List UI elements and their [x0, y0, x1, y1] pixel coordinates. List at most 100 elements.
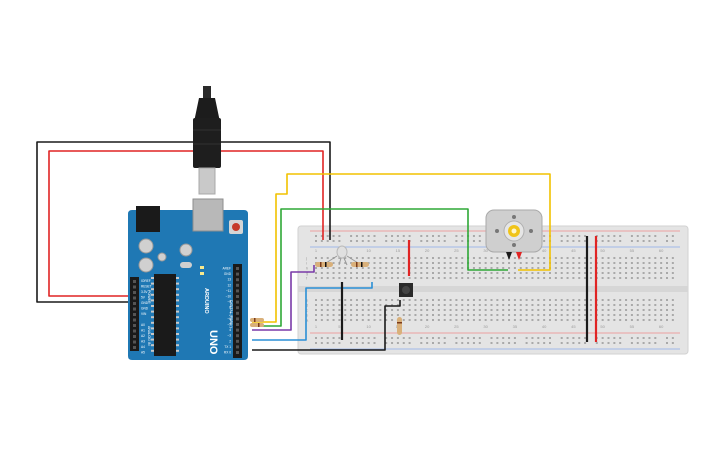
power-header-hole[interactable] — [133, 307, 136, 311]
power-header-hole[interactable] — [133, 280, 136, 283]
breadboard-hole — [355, 337, 358, 339]
power-header-hole[interactable] — [133, 346, 136, 349]
breadboard-hole — [367, 337, 370, 339]
breadboard-row-letter: i — [306, 261, 307, 266]
breadboard-hole — [396, 299, 399, 301]
breadboard-hole — [519, 272, 522, 274]
breadboard-hole — [502, 272, 505, 274]
digital-header-hole[interactable] — [236, 300, 239, 304]
breadboard-hole — [648, 309, 651, 311]
digital-header-hole[interactable] — [236, 278, 239, 282]
breadboard-hole — [502, 299, 505, 301]
digital-header-hole[interactable] — [236, 334, 239, 338]
power-header-hole[interactable] — [133, 324, 136, 327]
breadboard-hole — [472, 309, 475, 311]
digital-header-hole[interactable] — [236, 295, 239, 298]
push-button[interactable] — [399, 283, 413, 297]
analog-pin-label: A0 — [141, 323, 145, 327]
breadboard-hole — [350, 277, 353, 279]
power-header-hole[interactable] — [133, 318, 136, 322]
breadboard-row-letter: c — [306, 308, 308, 313]
breadboard-hole — [508, 337, 511, 339]
power-header-hole[interactable] — [133, 340, 136, 344]
power-header-hole[interactable] — [133, 296, 136, 300]
digital-header-hole[interactable] — [236, 328, 239, 332]
arduino-uno-board[interactable]: UNO ARDUINO DIGITAL (PWM~) POWER ANALOG … — [128, 198, 248, 360]
breadboard-hole — [361, 277, 364, 279]
breadboard-hole — [525, 319, 528, 321]
power-header-hole[interactable] — [133, 285, 136, 289]
digital-header-hole[interactable] — [236, 267, 239, 270]
breadboard-column-number: 10 — [366, 324, 371, 329]
digital-pin-label: 12 — [227, 283, 231, 287]
breadboard-hole — [478, 272, 481, 274]
breadboard-hole — [508, 277, 511, 279]
breadboard-hole — [367, 267, 370, 269]
breadboard-resistors[interactable] — [315, 262, 402, 335]
digital-header-hole[interactable] — [236, 345, 239, 349]
wire-blue[interactable] — [252, 282, 373, 341]
breadboard-hole — [513, 309, 516, 311]
breadboard-column-number: 10 — [366, 248, 371, 253]
breadboard-hole — [660, 314, 663, 316]
power-header-hole[interactable] — [133, 291, 136, 294]
breadboard-hole — [601, 309, 604, 311]
power-header-hole[interactable] — [133, 302, 136, 305]
digital-header-hole[interactable] — [236, 289, 239, 293]
digital-header-hole[interactable] — [236, 283, 239, 287]
breadboard-hole — [455, 257, 458, 259]
digital-header-hole[interactable] — [236, 323, 239, 326]
digital-header-hole[interactable] — [236, 351, 239, 354]
breadboard-column-number: 55 — [630, 248, 635, 253]
wire-yellow[interactable] — [252, 173, 551, 323]
digital-header-hole[interactable] — [236, 311, 239, 315]
board-brand-label: ARDUINO — [203, 288, 209, 314]
breadboard-hole — [320, 267, 323, 269]
breadboard-hole — [379, 304, 382, 306]
breadboard-hole — [660, 304, 663, 306]
breadboard-hole — [648, 257, 651, 259]
digital-header-hole[interactable] — [236, 272, 239, 276]
breadboard-hole — [361, 235, 364, 237]
breadboard-hole — [630, 319, 633, 321]
header-resistors[interactable] — [250, 318, 264, 327]
breadboard-hole — [443, 337, 446, 339]
digital-header-hole[interactable] — [236, 317, 239, 321]
breadboard-hole — [496, 272, 499, 274]
wire-green[interactable] — [252, 208, 508, 327]
breadboard-row-letter: b — [306, 313, 309, 318]
breadboard-hole — [584, 272, 587, 274]
breadboard-hole — [671, 299, 674, 301]
breadboard-hole — [572, 299, 575, 301]
breadboard-hole — [648, 342, 651, 344]
breadboard-hole — [437, 314, 440, 316]
wire-red-5v[interactable] — [48, 150, 324, 297]
breadboard-hole — [478, 304, 481, 306]
breadboard-hole — [601, 257, 604, 259]
breadboard-hole — [566, 272, 569, 274]
chip-pins — [151, 277, 179, 352]
power-header-hole[interactable] — [133, 335, 136, 338]
rgb-led[interactable] — [325, 245, 359, 266]
power-header-hole[interactable] — [133, 329, 136, 333]
breadboard-hole — [455, 262, 458, 264]
breadboard-hole — [496, 299, 499, 301]
wire-black-button[interactable] — [252, 300, 401, 351]
digital-header-hole[interactable] — [236, 306, 239, 310]
breadboard-hole — [355, 319, 358, 321]
breadboard-hole — [619, 272, 622, 274]
wire-purple[interactable] — [252, 265, 315, 331]
breadboard-hole — [660, 299, 663, 301]
digital-header-hole[interactable] — [236, 339, 239, 343]
breadboard-hole — [320, 309, 323, 311]
breadboard-hole — [636, 272, 639, 274]
breadboard[interactable]: 1155101015152020252530303535404045455050… — [297, 225, 689, 355]
dc-motor[interactable] — [485, 209, 543, 260]
power-header-hole[interactable] — [133, 313, 136, 316]
breadboard-hole — [443, 240, 446, 242]
breadboard-hole — [332, 342, 335, 344]
breadboard-hole — [344, 309, 347, 311]
breadboard-hole — [461, 342, 464, 344]
breadboard-hole — [584, 299, 587, 301]
usb-cable[interactable] — [193, 86, 221, 195]
